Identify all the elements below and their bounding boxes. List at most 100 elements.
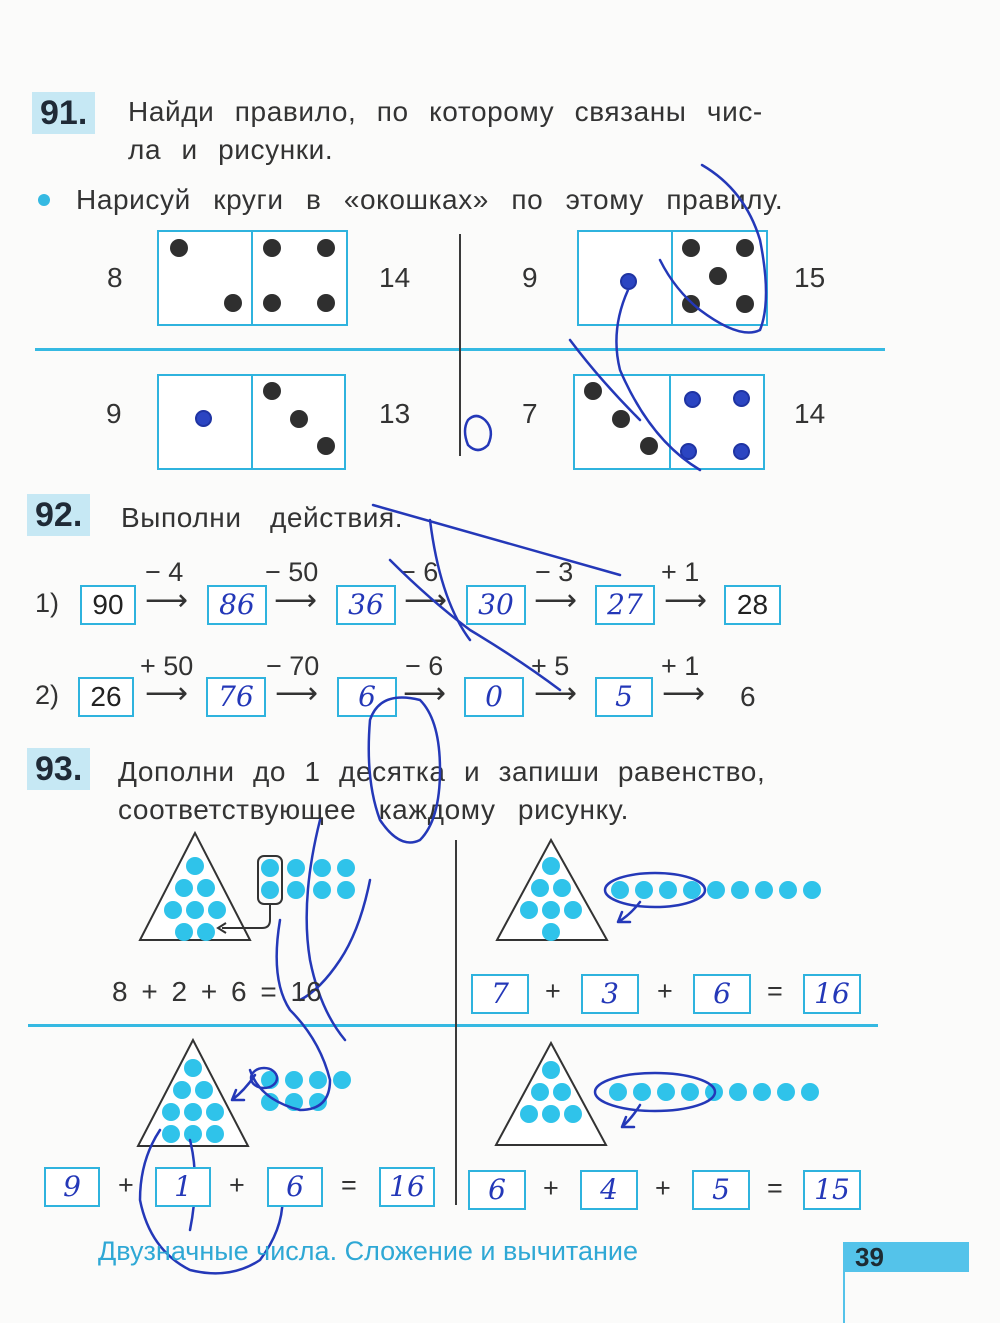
eq-bl-c[interactable]: 6 (267, 1167, 323, 1207)
counter-dot (657, 1083, 675, 1101)
counter-dot (553, 1083, 571, 1101)
row2-op2: − 70 (266, 651, 320, 681)
exercise-91-instruction: Нарисуй круги в «окошках» по этому прави… (76, 184, 784, 215)
counter-dot (801, 1083, 819, 1101)
eq-br-c[interactable]: 5 (692, 1170, 750, 1210)
counter-dot (208, 901, 226, 919)
eq-bl-r[interactable]: 16 (379, 1167, 435, 1207)
row1-answer3[interactable]: 30 (466, 585, 526, 625)
bullet-icon (38, 194, 50, 206)
counter-dot (542, 857, 560, 875)
row2-answer4[interactable]: 5 (595, 677, 653, 717)
counter-dot (520, 1105, 538, 1123)
dot (709, 267, 727, 285)
counter-dot (542, 1105, 560, 1123)
cell1-left-number: 8 (107, 262, 123, 293)
counter-dot (162, 1125, 180, 1143)
eq-tr-b[interactable]: 3 (581, 974, 639, 1014)
right-arrow-icon: ⟶ (145, 677, 189, 710)
dot (584, 382, 602, 400)
dot (640, 437, 658, 455)
counter-dot (611, 881, 629, 899)
counter-dot (542, 923, 560, 941)
eq-br-b[interactable]: 4 (580, 1170, 638, 1210)
right-arrow-icon: ⟶ (145, 584, 189, 617)
dot (224, 294, 242, 312)
eq-br-r[interactable]: 15 (803, 1170, 861, 1210)
counter-dot (285, 1093, 303, 1111)
exercise-93-text-line2: соответствующее каждому рисунку. (118, 794, 629, 825)
counter-dot (633, 1083, 651, 1101)
drawn-dot (680, 443, 697, 460)
page-edge-line (843, 1242, 845, 1323)
eq-tr-r[interactable]: 16 (803, 974, 861, 1014)
row1-answer4[interactable]: 27 (595, 585, 655, 625)
counter-dot (206, 1125, 224, 1143)
plus-sign: + (229, 1170, 245, 1200)
counter-dot (186, 857, 204, 875)
eq-tr-c[interactable]: 6 (693, 974, 751, 1014)
counter-dot (197, 923, 215, 941)
eq-br-a[interactable]: 6 (468, 1170, 526, 1210)
counter-dot (285, 1071, 303, 1089)
page-number: 39 (843, 1242, 969, 1272)
counter-dot (803, 881, 821, 899)
counter-dot (261, 859, 279, 877)
row2-label: 2) (35, 680, 60, 710)
counter-dot (542, 1061, 560, 1079)
plus-sign: + (543, 1173, 559, 1203)
eq-bl-b[interactable]: 1 (155, 1167, 211, 1207)
counter-dot (707, 881, 725, 899)
counter-dot (173, 1081, 191, 1099)
plus-sign: + (545, 976, 561, 1006)
counter-dot (337, 881, 355, 899)
counter-dot (175, 879, 193, 897)
dot (736, 295, 754, 313)
counter-dot (162, 1103, 180, 1121)
dot (736, 239, 754, 257)
row2-answer1[interactable]: 76 (206, 677, 266, 717)
counter-dot (564, 901, 582, 919)
counter-dot (531, 879, 549, 897)
eq-tr-a[interactable]: 7 (471, 974, 529, 1014)
counter-dot (564, 1105, 582, 1123)
counter-dot (779, 881, 797, 899)
counter-dot (313, 881, 331, 899)
counter-dot (186, 901, 204, 919)
dot (317, 294, 335, 312)
equals-sign: = (767, 1173, 783, 1203)
dot (290, 410, 308, 428)
counter-dot (553, 879, 571, 897)
triangle-tl (138, 830, 252, 941)
row1-answer1[interactable]: 86 (207, 585, 267, 625)
row2-end: 6 (740, 681, 756, 712)
right-arrow-icon: ⟶ (275, 677, 319, 710)
right-arrow-icon: ⟶ (534, 677, 578, 710)
row1-label: 1) (35, 588, 60, 618)
drawn-dot (733, 443, 750, 460)
row1-start: 90 (80, 585, 136, 625)
right-arrow-icon: ⟶ (274, 584, 318, 617)
row2-answer2[interactable]: 6 (337, 677, 397, 717)
counter-dot (175, 923, 193, 941)
counter-dot (261, 881, 279, 899)
dot (170, 239, 188, 257)
footer-title: Двузначные числа. Сложение и вычитание (98, 1236, 638, 1266)
eq-bl-a[interactable]: 9 (44, 1167, 100, 1207)
counter-dot (609, 1083, 627, 1101)
cell3-window (157, 374, 346, 470)
counter-dot (705, 1083, 723, 1101)
row2-answer3[interactable]: 0 (464, 677, 524, 717)
row1-answer2[interactable]: 36 (336, 585, 396, 625)
counter-dot (261, 1071, 279, 1089)
counter-dot (309, 1093, 327, 1111)
dot (682, 239, 700, 257)
eq-tl: 8 + 2 + 6 = 16 (112, 976, 322, 1007)
counter-dot (753, 1083, 771, 1101)
right-arrow-icon: ⟶ (403, 677, 447, 710)
counter-dot (777, 1083, 795, 1101)
dot (612, 410, 630, 428)
cell3-right-number: 13 (379, 398, 411, 429)
exercise-91-text-line1: Найди правило, по которому связаны чис- (128, 96, 763, 127)
exercise-93-text-line1: Дополни до 1 десятка и запиши равенство, (118, 756, 766, 787)
